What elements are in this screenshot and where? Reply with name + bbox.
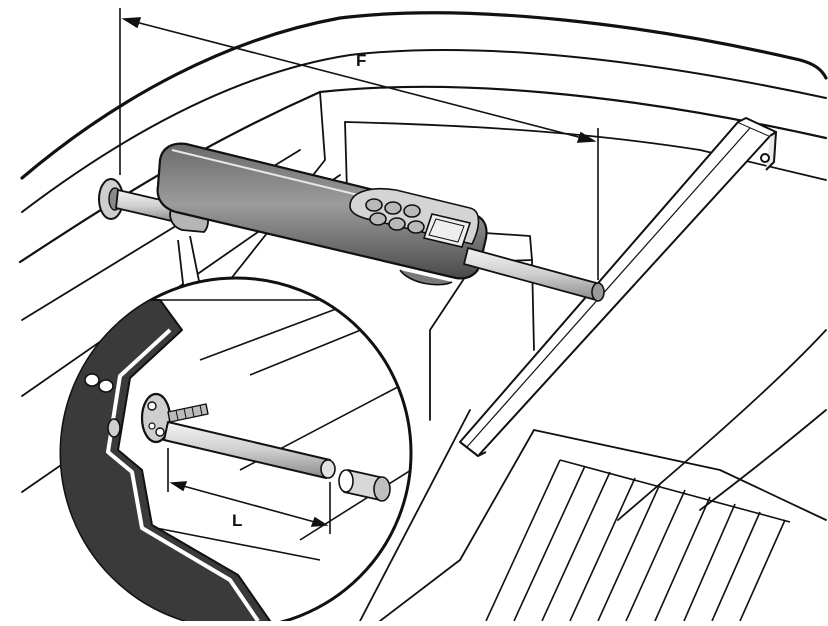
- dimension-f: [119, 8, 599, 280]
- keypad-button-4: [369, 212, 387, 226]
- dimension-f-label: F: [356, 51, 366, 70]
- keypad-button-1: [365, 198, 383, 212]
- keypad-button-6: [407, 220, 425, 234]
- keypad-button-3: [403, 204, 421, 218]
- dimension-l: [167, 448, 331, 534]
- keypad-button-5: [388, 217, 406, 231]
- lcd-display: [422, 213, 472, 248]
- cockpit-grating: [485, 459, 791, 622]
- dimension-l-label: L: [232, 511, 242, 530]
- keypad-button-2: [384, 201, 402, 215]
- detail-inset: [59, 276, 413, 626]
- keypad-panel: [349, 188, 480, 248]
- tiller: [459, 117, 777, 457]
- tiller-pilot: [98, 142, 605, 302]
